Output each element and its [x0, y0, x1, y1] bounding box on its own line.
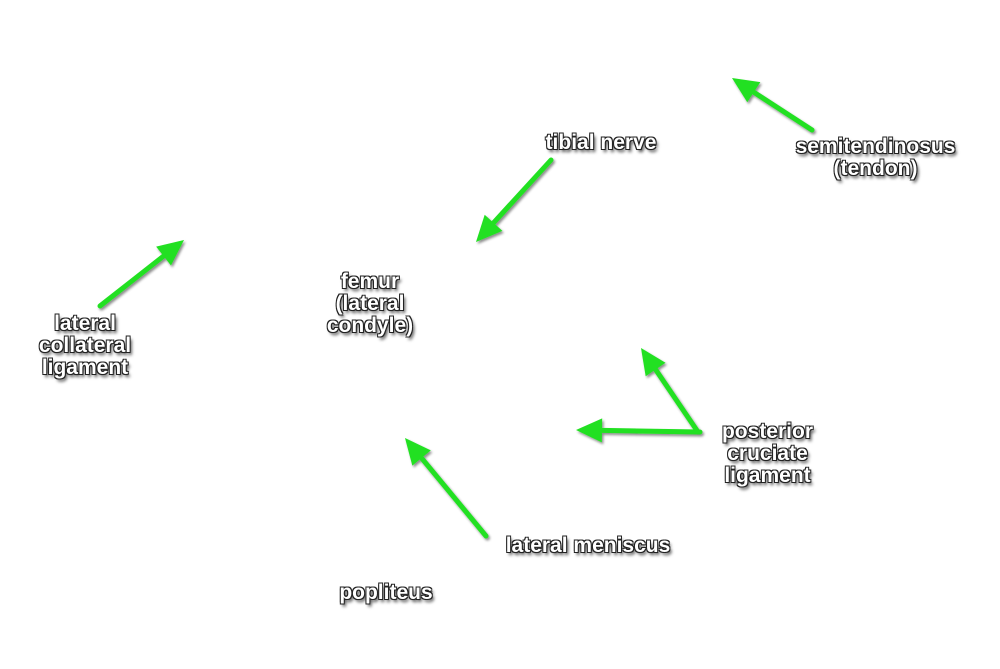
label-lateral-meniscus: lateral meniscus: [505, 534, 671, 557]
arrow-tibial-nerve-shaft: [491, 157, 554, 226]
arrow-lateral-collateral: [97, 240, 184, 309]
label-popliteus: popliteus: [339, 581, 433, 604]
arrow-pcl-upper-head: [641, 348, 666, 377]
label-tibial-nerve: tibial nerve: [545, 131, 657, 154]
arrow-semitendinosus: [732, 78, 815, 133]
label-femur-lateral-condyle: femur (lateral condyle): [326, 270, 414, 337]
arrow-lateral-meniscus-shaft: [419, 455, 489, 539]
arrow-pcl-upper: [641, 348, 701, 435]
arrow-pcl-left-shaft: [599, 427, 703, 435]
label-posterior-cruciate-ligament: posterior cruciate ligament: [721, 420, 813, 487]
label-semitendinosus: semitendinosus (tendon): [795, 135, 956, 180]
arrow-semitendinosus-head: [732, 78, 761, 103]
arrow-pcl-left: [576, 418, 703, 443]
arrow-semitendinosus-shaft: [751, 89, 815, 133]
arrow-lateral-meniscus: [405, 438, 489, 539]
arrow-lateral-meniscus-head: [405, 438, 431, 466]
arrow-tibial-nerve: [476, 157, 554, 242]
label-lateral-collateral-ligament: lateral collateral ligament: [38, 312, 132, 379]
arrow-tibial-nerve-head: [476, 214, 503, 242]
arrow-pcl-left-head: [576, 418, 603, 443]
arrow-pcl-upper-shaft: [653, 367, 701, 435]
arrow-lateral-collateral-head: [156, 240, 184, 266]
arrow-lateral-collateral-shaft: [97, 253, 167, 309]
